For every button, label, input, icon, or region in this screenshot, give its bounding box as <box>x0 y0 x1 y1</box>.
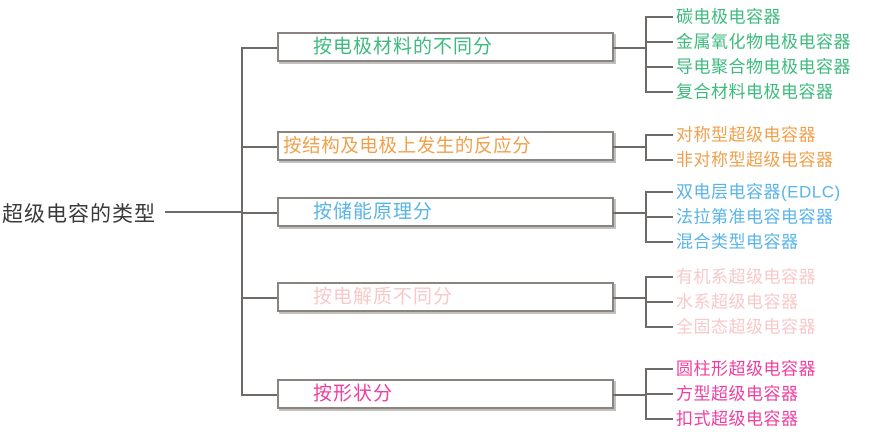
leaf-item[interactable]: 双电层电容器(EDLC) <box>676 182 841 202</box>
branch-stub-2 <box>241 146 279 148</box>
leaf-stub-4-1 <box>645 276 673 278</box>
leaf-item[interactable]: 法拉第准电容电容器 <box>676 207 834 227</box>
leaf-stub-5-1 <box>645 368 673 370</box>
leaf-item[interactable]: 扣式超级电容器 <box>676 409 799 429</box>
category-box-4[interactable]: 按电解质不同分 <box>277 282 614 312</box>
leaf-item[interactable]: 圆柱形超级电容器 <box>676 359 816 379</box>
leaf-stub-3-3 <box>645 241 673 243</box>
category-label-2: 按结构及电极上发生的反应分 <box>283 134 532 156</box>
leaf-item[interactable]: 有机系超级电容器 <box>676 267 816 287</box>
leaf-bracket-1 <box>645 16 647 92</box>
category-label-4: 按电解质不同分 <box>313 286 454 308</box>
branch-out-line-4 <box>613 297 647 299</box>
leaf-item[interactable]: 复合材料电极电容器 <box>676 82 834 102</box>
root-label: 超级电容的类型 <box>2 203 156 226</box>
branch-stub-4 <box>241 297 279 299</box>
leaf-stub-1-1 <box>645 16 673 18</box>
branch-stub-5 <box>241 394 279 396</box>
leaf-stub-1-4 <box>645 91 673 93</box>
category-label-5: 按形状分 <box>313 383 394 405</box>
leaf-stub-1-3 <box>645 66 673 68</box>
branch-out-line-3 <box>613 212 647 214</box>
branch-stub-3 <box>241 212 279 214</box>
branch-out-line-2 <box>613 146 647 148</box>
category-box-5[interactable]: 按形状分 <box>277 379 614 409</box>
leaf-item[interactable]: 方型超级电容器 <box>676 384 799 404</box>
leaf-stub-4-3 <box>645 326 673 328</box>
trunk-vertical-line <box>241 47 243 396</box>
leaf-bracket-2 <box>645 134 647 160</box>
category-label-3: 按储能原理分 <box>313 201 434 223</box>
category-label-1: 按电极材料的不同分 <box>313 36 494 58</box>
category-box-2[interactable]: 按结构及电极上发生的反应分 <box>277 131 614 161</box>
root-connector-line <box>165 211 243 213</box>
leaf-item[interactable]: 水系超级电容器 <box>676 292 799 312</box>
category-box-3[interactable]: 按储能原理分 <box>277 197 614 227</box>
branch-stub-1 <box>241 47 279 49</box>
leaf-item[interactable]: 对称型超级电容器 <box>676 125 816 145</box>
branch-out-line-5 <box>613 394 647 396</box>
leaf-stub-5-3 <box>645 418 673 420</box>
leaf-stub-1-2 <box>645 41 673 43</box>
leaf-item[interactable]: 非对称型超级电容器 <box>676 150 834 170</box>
leaf-stub-3-2 <box>645 216 673 218</box>
leaf-stub-2-2 <box>645 159 673 161</box>
leaf-item[interactable]: 全固态超级电容器 <box>676 317 816 337</box>
branch-out-line-1 <box>613 47 647 49</box>
leaf-item[interactable]: 碳电极电容器 <box>676 7 781 27</box>
leaf-item[interactable]: 混合类型电容器 <box>676 232 799 252</box>
leaf-stub-4-2 <box>645 301 673 303</box>
leaf-item[interactable]: 金属氧化物电极电容器 <box>676 32 851 52</box>
leaf-stub-5-2 <box>645 393 673 395</box>
leaf-stub-3-1 <box>645 191 673 193</box>
leaf-stub-2-1 <box>645 134 673 136</box>
category-box-1[interactable]: 按电极材料的不同分 <box>277 32 614 62</box>
leaf-item[interactable]: 导电聚合物电极电容器 <box>676 57 851 77</box>
